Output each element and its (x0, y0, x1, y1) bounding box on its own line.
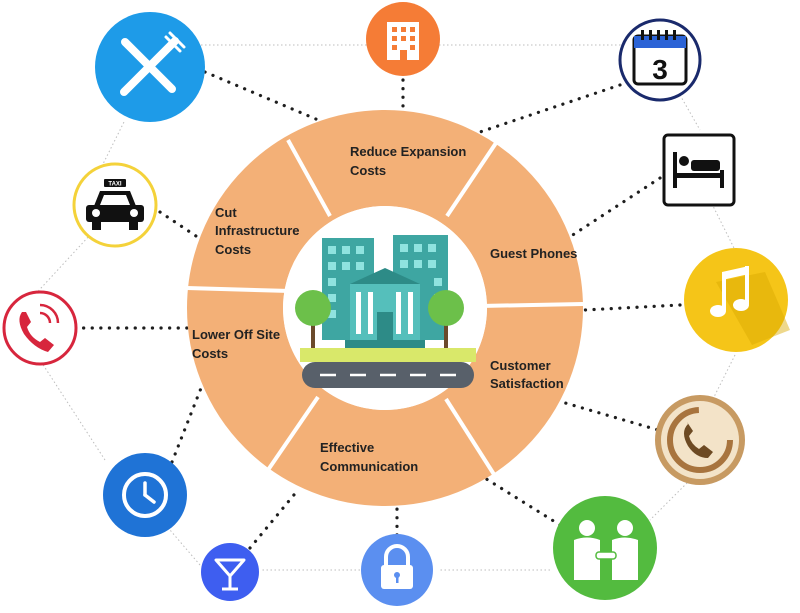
fork-knife-icon (95, 12, 205, 122)
hotel-illustration (295, 235, 476, 388)
phone-icon (2, 290, 78, 366)
cocktail-icon (201, 543, 259, 601)
segment-label-reduce-expansion: Reduce Expansion Costs (350, 144, 470, 178)
clock-icon (103, 453, 187, 537)
outer-thin-lines (29, 44, 736, 571)
phone-beige-icon (655, 395, 745, 485)
lock-icon (361, 534, 433, 606)
calendar-day-number: 3 (652, 54, 668, 85)
segment-label-effective-communication: Effective Communication (320, 440, 418, 474)
bed-icon (662, 133, 736, 207)
segment-labels: Reduce Expansion Costs Guest Phones Cust… (192, 144, 577, 474)
calendar-icon: 3 (618, 18, 702, 102)
segment-label-cut-infrastructure: Cut Infrastructure Costs (215, 205, 303, 257)
handshake-icon (553, 496, 657, 600)
building-icon (366, 2, 440, 76)
taxi-sign-text: TAXI (108, 182, 122, 188)
segment-label-guest-phones: Guest Phones (490, 246, 577, 261)
segment-label-customer-satisfaction: Customer Satisfaction (490, 358, 564, 391)
music-note-icon (684, 248, 790, 352)
segment-label-lower-off-site: Lower Off Site Costs (192, 327, 284, 361)
taxi-icon: TAXI (72, 162, 158, 248)
